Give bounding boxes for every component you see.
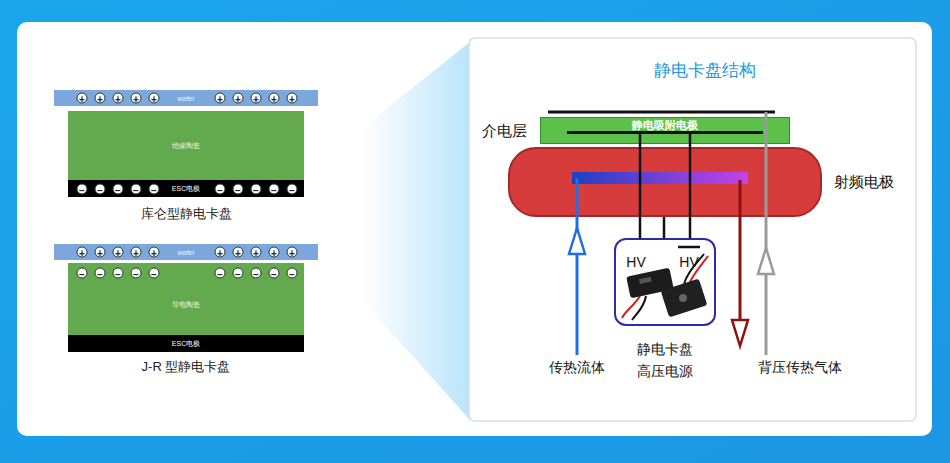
charge-sign: +	[287, 247, 298, 258]
charge-sign: +	[77, 247, 88, 258]
charge-sign: −	[77, 268, 88, 279]
caption-text: 库仑型静电卡盘	[141, 205, 232, 223]
node-label: 介电层	[482, 121, 527, 140]
node-label: wafer	[177, 95, 194, 102]
charge-sign: −	[269, 268, 280, 279]
charge-sign: +	[251, 247, 262, 258]
charge-sign: +	[215, 93, 226, 104]
node-label: 绝缘陶瓷	[172, 141, 200, 151]
ceramic-block: 绝缘陶瓷	[68, 111, 304, 180]
charge-sign: +	[269, 93, 280, 104]
esc-electrode: ESC电极	[68, 335, 304, 352]
charge-sign: −	[131, 183, 142, 194]
charge-sign: −	[95, 183, 106, 194]
charge-sign: −	[131, 268, 142, 279]
node-label: 静电卡盘 高压电源	[633, 338, 697, 382]
wafer-plate	[548, 111, 775, 114]
detail-frame	[469, 38, 916, 421]
charge-sign: −	[287, 183, 298, 194]
charge-sign: −	[233, 183, 244, 194]
charge-sign: −	[215, 183, 226, 194]
charge-sign: −	[215, 268, 226, 279]
charge-sign: +	[233, 247, 244, 258]
node-label: 射频电极	[834, 173, 894, 192]
charge-sign: −	[251, 183, 262, 194]
charge-sign: +	[251, 93, 262, 104]
rf-electrode: 射频电极	[508, 147, 822, 217]
charge-sign: −	[269, 183, 280, 194]
dielectric-layer: 静电吸附电极介电层	[540, 117, 790, 144]
caption-text: J-R 型静电卡盘	[142, 358, 231, 376]
node-label: ESC电极	[172, 339, 200, 349]
return-arrow-head	[732, 320, 748, 346]
charge-sign: −	[113, 183, 124, 194]
node-label: ESC电极	[172, 184, 200, 194]
hv-power-box: 静电卡盘 高压电源	[614, 238, 716, 326]
charge-sign: −	[251, 268, 262, 279]
charge-sign: +	[77, 93, 88, 104]
charge-sign: −	[233, 268, 244, 279]
gas-arrow-head	[758, 248, 774, 274]
charge-sign: −	[77, 183, 88, 194]
charge-sign: +	[287, 93, 298, 104]
charge-sign: −	[287, 268, 298, 279]
charge-sign: −	[149, 183, 160, 194]
diagram-title: 静电卡盘结构	[654, 59, 756, 82]
node-label: 导电陶瓷	[172, 300, 200, 310]
white-panel	[17, 22, 932, 436]
node-label: wafer	[177, 249, 194, 256]
zoom-funnel	[362, 42, 470, 420]
charge-sign: +	[95, 93, 106, 104]
charge-sign: −	[149, 268, 160, 279]
clamp-electrode: 静电吸附电极	[567, 119, 763, 134]
charge-sign: +	[113, 247, 124, 258]
charge-sign: +	[149, 93, 160, 104]
ground-wire	[663, 217, 666, 238]
charge-sign: +	[95, 247, 106, 258]
charge-sign: +	[269, 247, 280, 258]
node-label: 静电吸附电极	[632, 119, 698, 132]
charge-sign: +	[131, 247, 142, 258]
terminal-label: HV	[679, 254, 698, 270]
charge-sign: +	[131, 93, 142, 104]
charge-sign: +	[149, 247, 160, 258]
charge-sign: +	[215, 247, 226, 258]
flow-label: 传热流体	[549, 359, 605, 377]
terminal-label: HV	[626, 254, 645, 270]
flow-label: 背压传热气体	[758, 359, 842, 377]
charge-sign: −	[95, 268, 106, 279]
charge-sign: +	[233, 93, 244, 104]
charge-sign: −	[113, 268, 124, 279]
fluid-arrow-head	[569, 228, 585, 254]
charge-sign: +	[113, 93, 124, 104]
